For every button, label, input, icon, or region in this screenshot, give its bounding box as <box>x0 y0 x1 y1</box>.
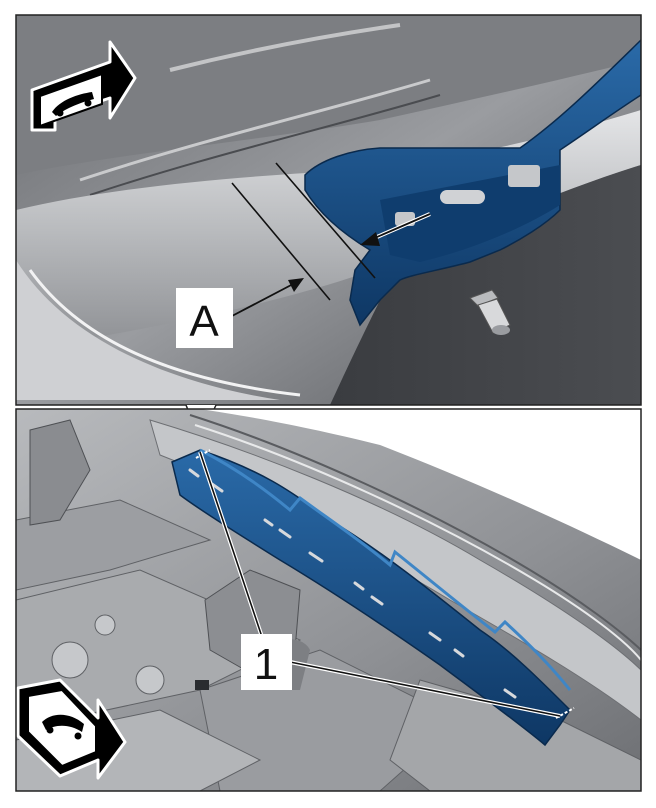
sill-highlight <box>194 424 641 661</box>
floor-crossmember <box>16 499 212 591</box>
vehicle-forward-direction-icon <box>16 678 127 780</box>
callout-a-label: A <box>189 297 219 346</box>
bottom-panel-frame <box>15 408 642 792</box>
inner-panel-curve <box>16 260 280 400</box>
open-area <box>200 409 641 560</box>
bottom-panel: 1 <box>16 409 641 791</box>
bracket-strip-slots <box>188 468 517 699</box>
bolt <box>469 289 511 335</box>
floor-hole-3 <box>94 614 116 636</box>
floor-hole-2 <box>135 665 165 695</box>
upper-ridge-line <box>169 23 401 72</box>
callout-a-arrowhead2 <box>360 232 380 246</box>
top-panel: A <box>16 15 641 405</box>
bracket-strip-highlight <box>199 448 572 691</box>
floor-surface <box>330 165 641 405</box>
bracket-lower-face <box>380 165 560 262</box>
top-panel-frame <box>15 14 642 406</box>
callout-1-leader-front <box>199 451 263 638</box>
inner-panel-highlight <box>28 269 301 397</box>
vehicle-forward-direction-icon <box>30 40 137 132</box>
callout-1-label: 1 <box>254 640 278 689</box>
callout-1-box <box>241 634 292 690</box>
floor-hole-1 <box>51 641 89 679</box>
sill-edge-line <box>189 414 641 651</box>
callout-a-leader <box>231 282 296 317</box>
body-ridge-line <box>79 78 431 182</box>
callout-1-leader-rear <box>289 661 561 717</box>
floor-slot <box>195 680 209 690</box>
reference-mark-rear <box>555 707 575 719</box>
reference-line-left <box>231 182 331 301</box>
seat-mount-left <box>29 419 91 526</box>
callout-a-leader2 <box>369 213 431 241</box>
callout-a-box <box>176 288 233 348</box>
upper-body-panel <box>16 15 641 175</box>
body-ridge-shadow <box>89 94 441 196</box>
callout-a-arrowhead <box>288 278 304 292</box>
bracket-slot-square <box>508 165 540 187</box>
reference-line-right <box>275 162 376 279</box>
bracket-slot-oblong <box>440 190 485 204</box>
reference-mark-front <box>195 449 211 459</box>
